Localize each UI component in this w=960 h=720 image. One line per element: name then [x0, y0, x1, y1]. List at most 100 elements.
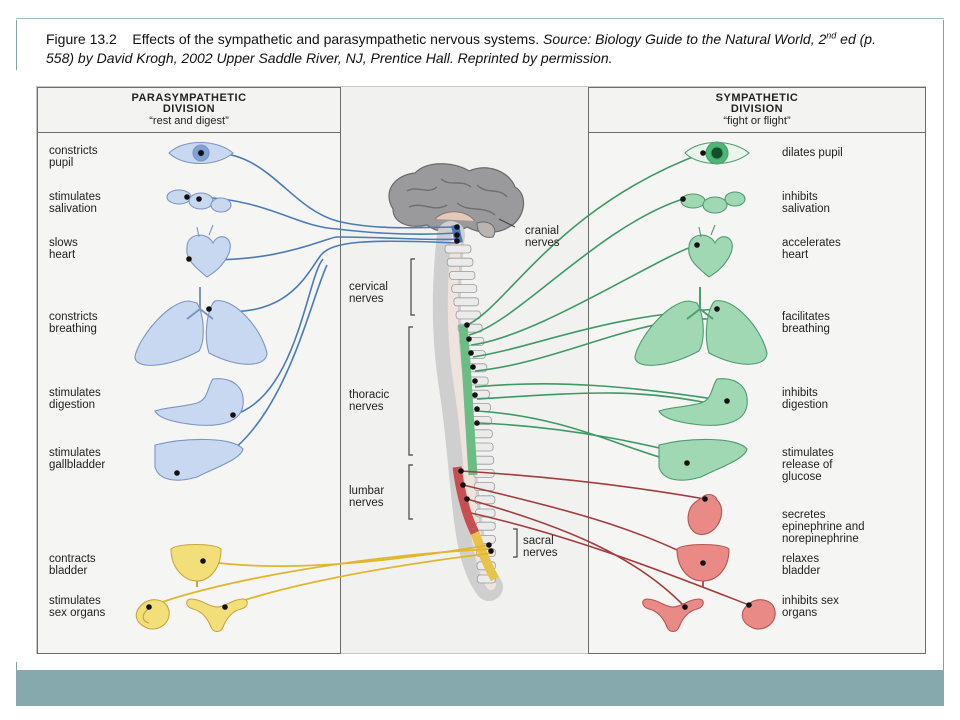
- thoracic-nerves-label: thoracic nerves: [349, 389, 390, 413]
- slide-top-rule: [16, 18, 944, 19]
- ganglion-dot: [196, 196, 202, 202]
- ganglion-dot: [682, 604, 688, 610]
- symp-effect-sex-organs: inhibits sex organs: [782, 595, 839, 619]
- parasympathetic-title: PARASYMPATHETIC: [131, 92, 247, 104]
- symp-effect-digestion: inhibits digestion: [782, 387, 829, 411]
- sympathetic-heading: SYMPATHETIC DIVISION “fight or flight”: [589, 88, 925, 133]
- sympathetic-organs: [634, 141, 776, 633]
- parasympathetic-subtitle: “rest and digest”: [149, 115, 229, 127]
- lungs-icon: [134, 287, 268, 366]
- ganglion-dot: [472, 378, 478, 384]
- ganglion-dot: [684, 460, 690, 466]
- cervical-nerves-label: cervical nerves: [349, 281, 388, 305]
- sympathetic-division: DIVISION: [730, 103, 784, 115]
- ganglion-dot: [454, 224, 460, 230]
- ganglion-dot: [184, 194, 190, 200]
- vertebra: [451, 284, 478, 294]
- ganglion-dots: [146, 150, 752, 610]
- parasympathetic-division: DIVISION: [162, 103, 216, 115]
- para-effect-digestion: stimulates digestion: [49, 387, 101, 411]
- sympathetic-panel: SYMPATHETIC DIVISION “fight or flight”: [588, 87, 926, 654]
- slide-footer-bar: [16, 670, 944, 706]
- source-superscript: nd: [826, 30, 837, 41]
- ganglion-dot: [486, 542, 492, 548]
- figure-title: Effects of the sympathetic and parasympa…: [132, 31, 540, 47]
- ganglion-dot: [200, 558, 206, 564]
- source-text-b: ed (p. 558) by David Krogh, 2002 Upper S…: [46, 31, 876, 66]
- para-effect-pupil: constricts pupil: [49, 145, 98, 169]
- ganglion-dot: [694, 242, 700, 248]
- symp-effect-heart: accelerates heart: [782, 237, 841, 261]
- para-effect-gallbladder: stimulates gallbladder: [49, 447, 106, 471]
- ganglion-dot: [458, 468, 464, 474]
- lungs-icon: [634, 287, 768, 366]
- salivary-gland-icon: [680, 191, 746, 214]
- sympathetic-subtitle: “fight or flight”: [723, 115, 791, 127]
- ganglion-dot: [474, 420, 480, 426]
- slide-right-rule: [943, 20, 944, 670]
- sacral-nerves-label: sacral nerves: [523, 535, 558, 559]
- ganglion-dot: [700, 560, 706, 566]
- vertebra: [446, 257, 474, 267]
- ganglion-dot: [174, 470, 180, 476]
- symp-effect-breathing: facilitates breathing: [782, 311, 830, 335]
- ganglion-dot: [470, 364, 476, 370]
- ganglion-dot: [746, 602, 752, 608]
- para-effect-bladder: contracts bladder: [49, 553, 96, 577]
- lumbar-nerves-label: lumbar nerves: [349, 485, 385, 509]
- figure-caption: Figure 13.2 Effects of the sympathetic a…: [46, 30, 906, 68]
- ganglion-dot: [454, 238, 460, 244]
- liver-icon: [154, 438, 244, 481]
- slide-left-rule: [16, 20, 17, 70]
- ganglion-dot: [702, 496, 708, 502]
- spinal-column: [432, 221, 503, 601]
- sympathetic-lower-nerves: [460, 470, 750, 608]
- brain-icon: [388, 163, 525, 238]
- ganglion-dot: [468, 350, 474, 356]
- ganglion-dot: [474, 406, 480, 412]
- symp-effect-bladder: relaxes bladder: [782, 553, 821, 577]
- para-effect-sex-organs: stimulates sex organs: [49, 595, 106, 619]
- sympathetic-title: SYMPATHETIC: [715, 92, 799, 104]
- symp-effect-epinephrine: secretes epinephrine and norepinephrine: [782, 509, 865, 545]
- ganglion-dot: [230, 412, 236, 418]
- ganglion-dot: [466, 336, 472, 342]
- heart-icon: [186, 224, 231, 278]
- ganglion-dot: [198, 150, 204, 156]
- nervous-system-figure: PARASYMPATHETIC DIVISION “rest and diges…: [36, 86, 926, 654]
- stomach-icon: [154, 378, 244, 426]
- ganglion-dot: [700, 150, 706, 156]
- ganglion-dot: [454, 232, 460, 238]
- ganglion-dot: [724, 398, 730, 404]
- ganglion-dot: [206, 306, 212, 312]
- para-effect-breathing: constricts breathing: [49, 311, 98, 335]
- para-effect-heart: slows heart: [49, 237, 78, 261]
- parasympathetic-heading: PARASYMPATHETIC DIVISION “rest and diges…: [38, 88, 340, 133]
- ganglion-dot: [472, 392, 478, 398]
- spine-brackets: [408, 218, 518, 558]
- vertebra: [455, 310, 481, 320]
- vertebra: [475, 521, 496, 531]
- cranial-nerves-label: cranial nerves: [525, 225, 560, 249]
- bladder-icon: [170, 543, 222, 587]
- ganglion-dot: [714, 306, 720, 312]
- salivary-gland-icon: [166, 189, 232, 213]
- vertebra: [444, 244, 472, 254]
- ganglion-dot: [464, 322, 470, 328]
- diagram-artwork: [134, 141, 776, 633]
- ganglion-dot: [488, 548, 494, 554]
- source-text-a: Source: Biology Guide to the Natural Wor…: [543, 31, 827, 47]
- symp-effect-pupil: dilates pupil: [782, 147, 843, 159]
- sacral-nerves: [148, 544, 494, 608]
- stomach-icon: [658, 378, 748, 426]
- parasympathetic-panel: PARASYMPATHETIC DIVISION “rest and diges…: [37, 87, 341, 654]
- ganglion-dot: [460, 482, 466, 488]
- ganglion-dot: [464, 496, 470, 502]
- sex-organs-icon: [642, 598, 776, 633]
- heart-icon: [688, 224, 733, 278]
- ganglion-dot: [680, 196, 686, 202]
- symp-effect-glucose: stimulates release of glucose: [782, 447, 834, 483]
- parasympathetic-organs: [134, 142, 268, 633]
- ganglion-dot: [146, 604, 152, 610]
- vertebra: [453, 297, 480, 307]
